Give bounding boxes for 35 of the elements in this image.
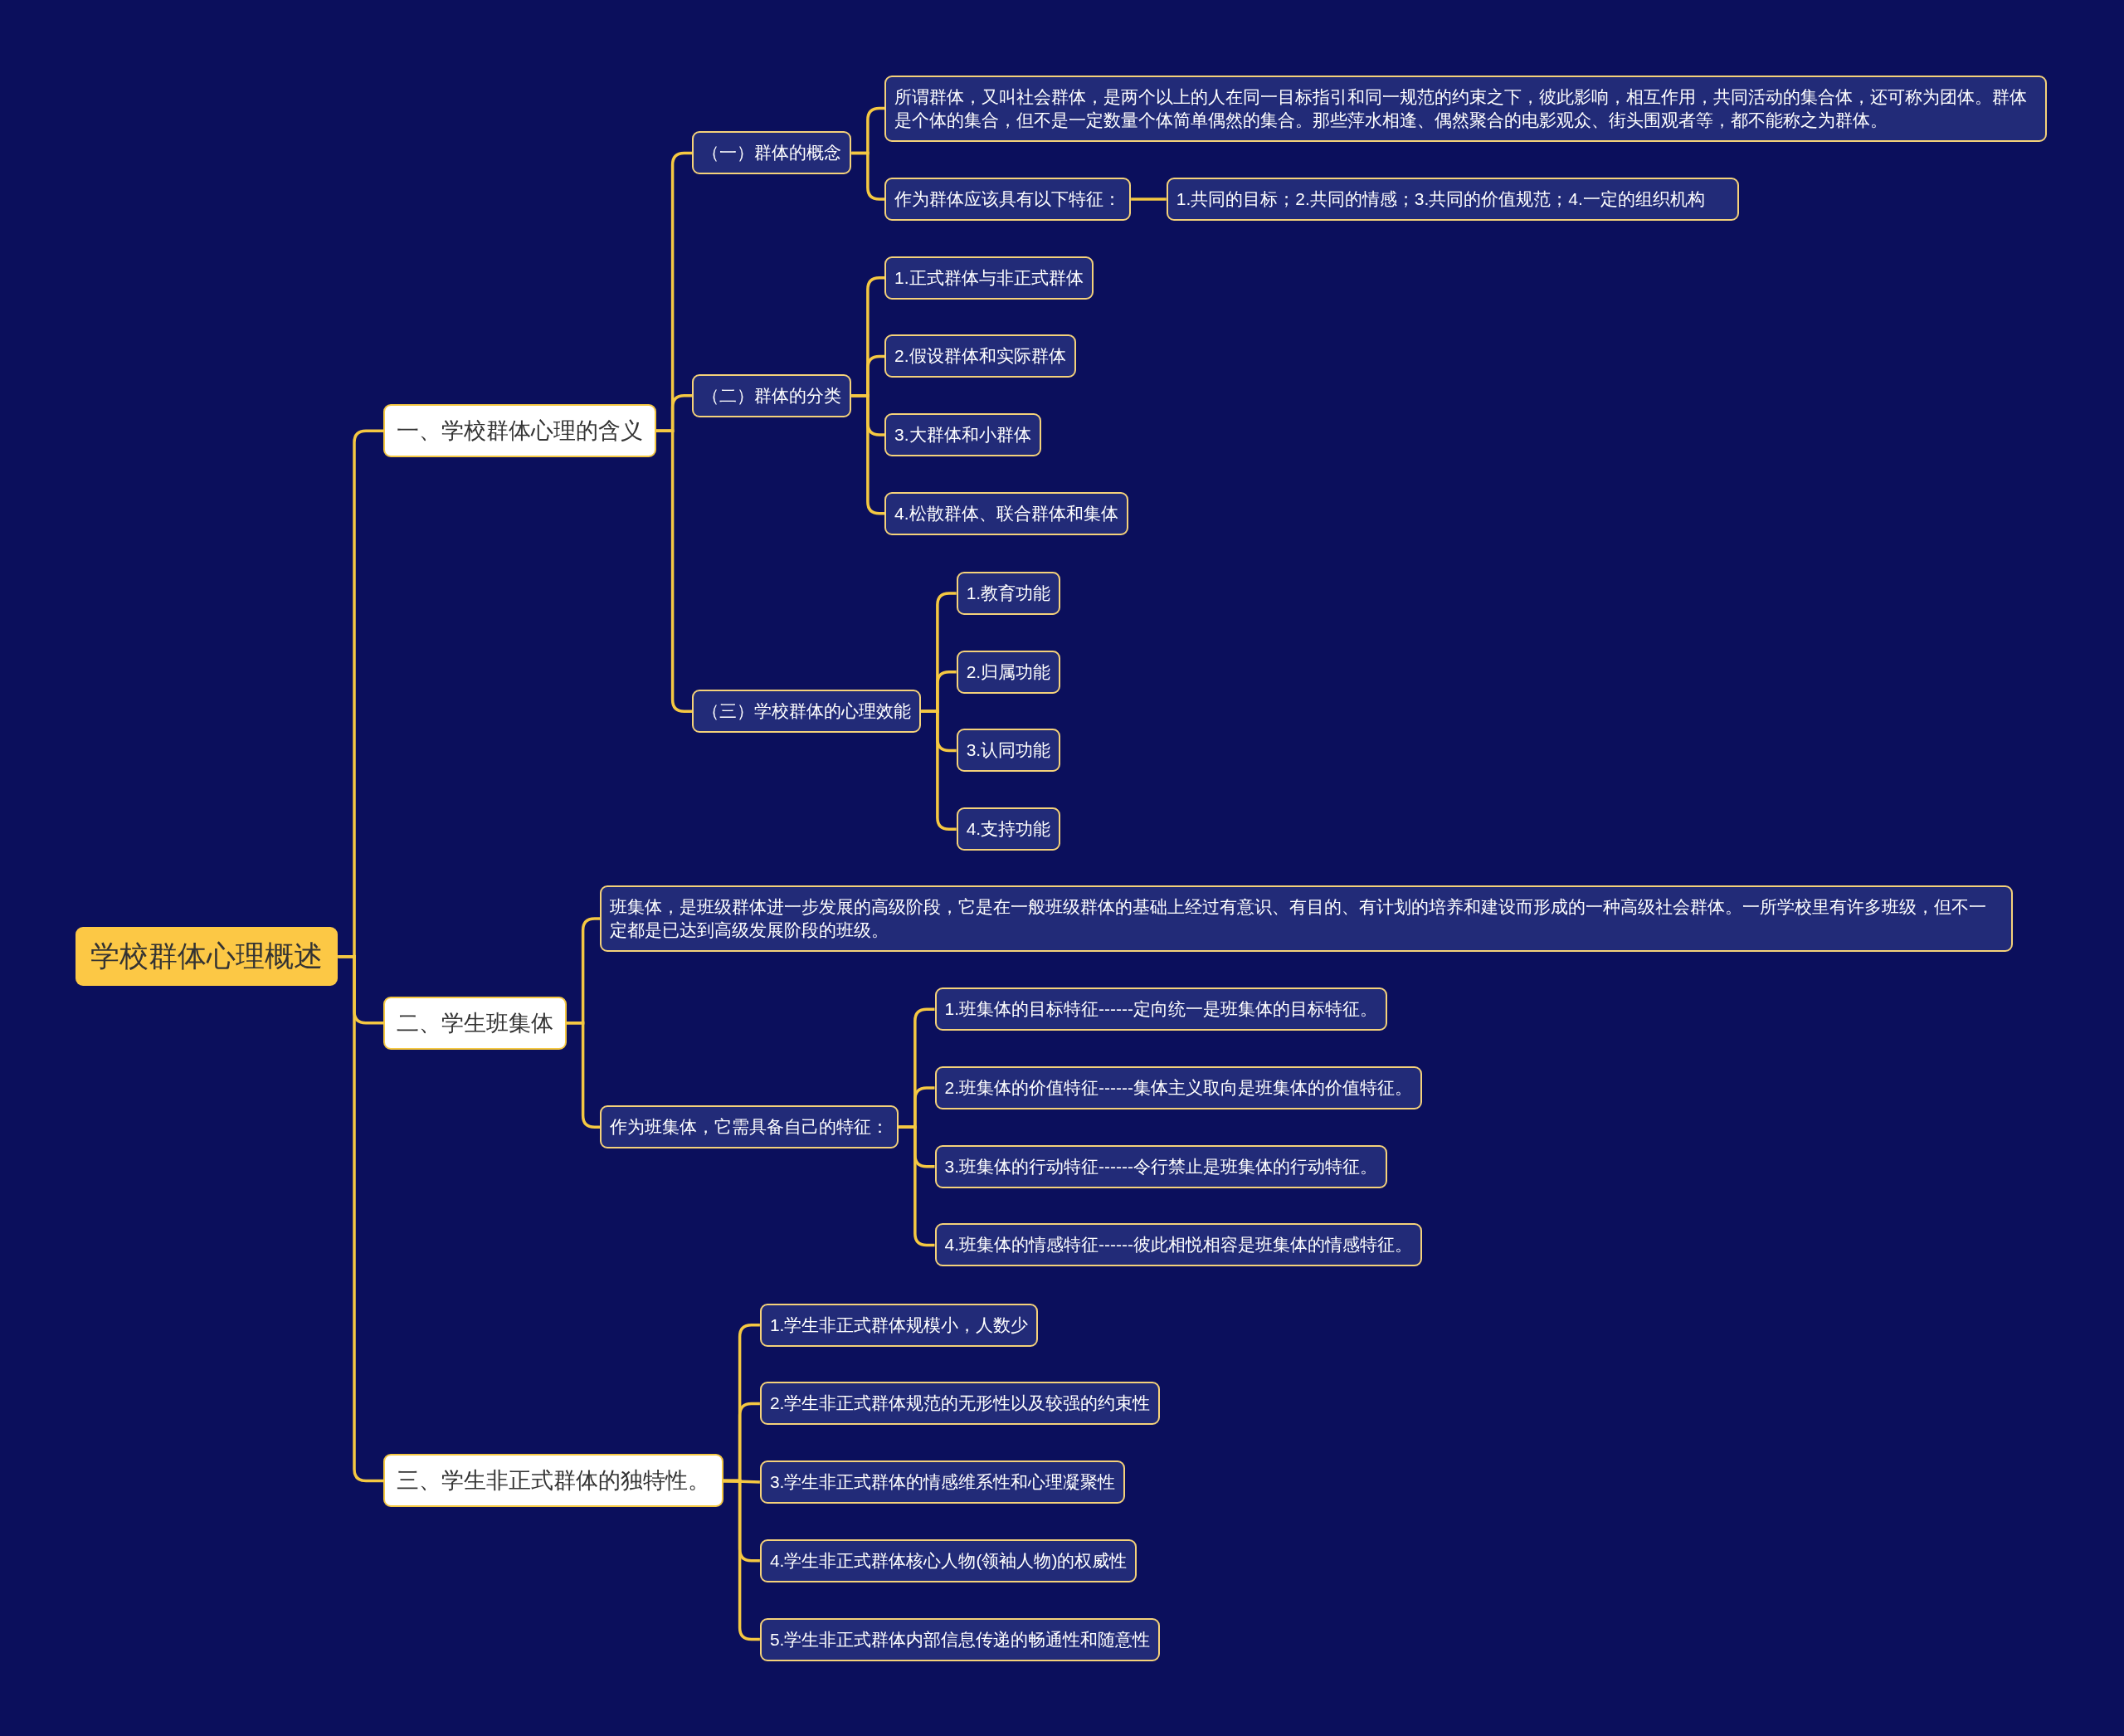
subtopic-box: （二）群体的分类 (692, 373, 852, 417)
subtopic-box: 4.松散群体、联合群体和集体 (884, 491, 1128, 535)
subtopic-box: 4.学生非正式群体核心人物(领袖人物)的权威性 (759, 1539, 1138, 1582)
subtopic-box: （一）群体的概念 (692, 131, 852, 175)
connector-line (567, 1021, 601, 1129)
subtopic-box: 班集体，是班级群体进一步发展的高级阶段，它是在一般班级群体的基础上经过有意识、有目的、有计划的培养和建设而形成的一种高级社会群体。一所学校里有许多班级，但不一定都是已达到高级发展阶段的班级。 (600, 885, 2014, 952)
subtopic-box: 2.假设群体和实际群体 (884, 334, 1076, 378)
subtopic-box: 5.学生非正式群体内部信息传递的畅通性和随意性 (759, 1617, 1161, 1661)
subtopic-box: 2.归属功能 (956, 650, 1061, 694)
topic-box: 二、学生班集体 (383, 996, 568, 1050)
subtopic-box: 1.教育功能 (956, 572, 1061, 616)
subtopic-box: 作为群体应该具有以下特征： (884, 178, 1132, 221)
subtopic-box: 2.班集体的价值特征------集体主义取向是班集体的价值特征。 (934, 1066, 1422, 1109)
subtopic-box: 3.学生非正式群体的情感维系性和心理凝聚性 (759, 1460, 1126, 1504)
subtopic-box: （三）学校群体的心理效能 (692, 690, 922, 734)
subtopic-box: 1.正式群体与非正式群体 (884, 256, 1094, 300)
subtopic-box: 4.支持功能 (956, 807, 1061, 851)
subtopic-box: 2.学生非正式群体规范的无形性以及较强的约束性 (759, 1382, 1161, 1426)
central-topic-box: 学校群体心理概述 (76, 927, 339, 987)
connector-line (656, 429, 693, 713)
subtopic-box: 3.班集体的行动特征------令行禁止是班集体的行动特征。 (934, 1144, 1387, 1188)
subtopic-box: 作为班集体，它需具备自己的特征： (600, 1105, 899, 1149)
connector-line (921, 710, 957, 831)
subtopic-box: 所谓群体，又叫社会群体，是两个以上的人在同一目标指引和同一规范的约束之下，彼此影响，相互作用，共同活动的集合体，还可称为团体。群体是个体的集合，但不是一定数量个体简单偶然的集合。那些萍水相逢、偶然聚合的电影观众、街头围观者等，都不能称之为群体。 (884, 75, 2047, 142)
connector-line (723, 1479, 760, 1641)
topic-box: 三、学生非正式群体的独特性。 (383, 1454, 724, 1508)
subtopic-box: 1.班集体的目标特征------定向统一是班集体的目标特征。 (934, 987, 1387, 1031)
topic-box: 一、学校群体心理的含义 (383, 404, 657, 458)
subtopic-box: 3.认同功能 (956, 729, 1061, 773)
subtopic-box: 1.共同的目标；2.共同的情感；3.共同的价值规范；4.一定的组织机构 (1166, 178, 1740, 221)
connector-line (1131, 197, 1167, 201)
subtopic-box: 1.学生非正式群体规模小，人数少 (759, 1303, 1039, 1347)
subtopic-box: 4.班集体的情感特征------彼此相悦相容是班集体的情感特征。 (934, 1223, 1422, 1267)
subtopic-box: 3.大群体和小群体 (884, 413, 1041, 457)
connector-line (899, 1125, 935, 1247)
